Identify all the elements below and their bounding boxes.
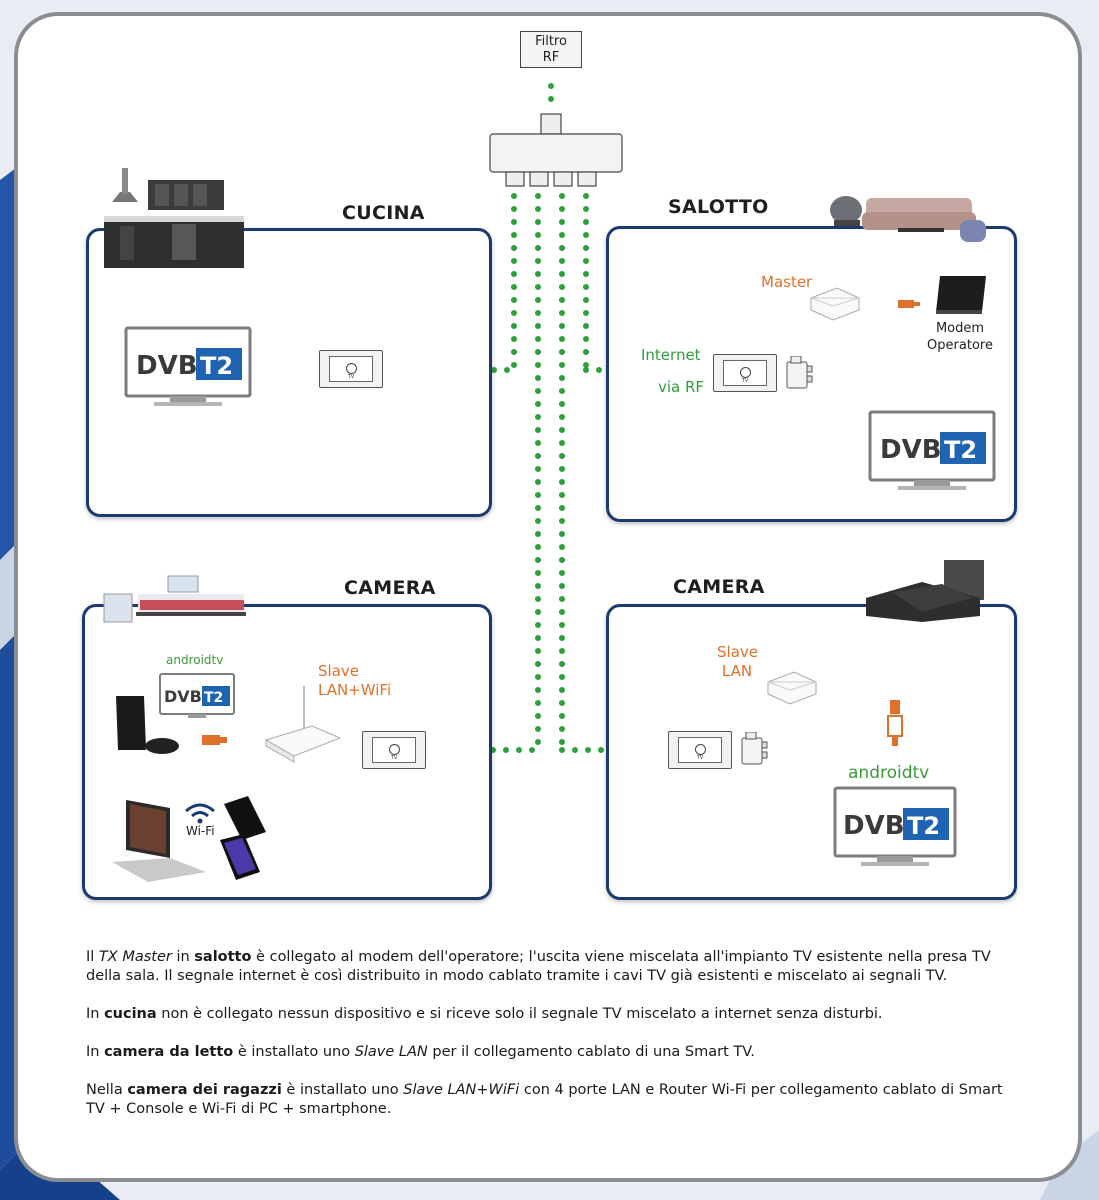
text: non è collegato nessun dispositivo e si … xyxy=(156,1006,883,1022)
tv-camera-letto: DVB T2 xyxy=(833,786,957,866)
ethernet-connector-icon xyxy=(202,735,227,745)
tv-logo-left: DVB xyxy=(880,435,942,465)
androidtv-logo-right: androidtv xyxy=(848,763,930,783)
wifi-icon xyxy=(185,803,215,824)
label-via-rf: via RF xyxy=(658,378,705,396)
rf-adapter-salotto xyxy=(786,356,813,389)
rf-filter-line1: Filtro xyxy=(535,34,567,49)
description-paragraph-4: Nella camera dei ragazzi è installato un… xyxy=(86,1081,1016,1119)
text-bold: camera da letto xyxy=(104,1044,234,1060)
room-title-cucina: CUCINA xyxy=(342,202,425,224)
tv-outlet-camera-left: TV xyxy=(362,731,426,769)
game-console-icon xyxy=(116,696,179,754)
rf-adapter-camera xyxy=(741,732,768,765)
kids-bedroom-image xyxy=(103,575,246,623)
rf-filter: Filtro RF xyxy=(520,31,582,68)
text-bold: cucina xyxy=(104,1006,157,1022)
label-modem: Modem Operatore xyxy=(920,320,1000,354)
description-paragraph-3: In camera da letto è installato uno Slav… xyxy=(86,1043,1016,1062)
splitter xyxy=(489,113,623,187)
label-slave-lan-wifi-line1: Slave xyxy=(318,662,359,680)
text: In xyxy=(86,1044,105,1060)
description-paragraph-1: Il TX Master in salotto è collegato al m… xyxy=(86,948,1016,986)
text: Il xyxy=(86,949,99,965)
text: In xyxy=(86,1006,105,1022)
living-room-image xyxy=(830,196,986,242)
kitchen-image xyxy=(104,168,244,268)
slave-lan-device xyxy=(767,671,817,705)
label-slave-lan-line2: LAN xyxy=(721,662,753,680)
label-master: Master xyxy=(761,273,813,291)
outlet-tv-label: TV xyxy=(696,755,704,761)
label-slave-lan-wifi: Slave LAN+WiFi xyxy=(318,662,391,700)
text: è installato uno xyxy=(281,1082,404,1098)
tv-logo-right: T2 xyxy=(200,352,233,380)
androidtv-logo-left: androidtv xyxy=(166,653,224,667)
smartphone-icon xyxy=(220,796,266,880)
outlet-tv-label: TV xyxy=(390,755,398,761)
outlet-tv-label: TV xyxy=(347,374,355,380)
text-italic: Slave LAN xyxy=(354,1044,428,1060)
label-internet: Internet xyxy=(641,346,701,364)
tv-outlet-cucina: TV xyxy=(319,350,383,388)
text-italic: Slave LAN+WiFi xyxy=(403,1082,520,1098)
label-slave-lan: Slave LAN xyxy=(717,643,758,681)
tv-logo-right: T2 xyxy=(944,436,977,464)
tv-salotto: DVB T2 xyxy=(868,410,996,490)
description-paragraph-2: In cucina non è collegato nessun disposi… xyxy=(86,1005,1016,1024)
text: per il collegamento cablato di una Smart… xyxy=(427,1044,755,1060)
room-title-camera-left: CAMERA xyxy=(344,577,436,599)
text: è collegato al modem dell'operatore; l'u… xyxy=(86,949,991,984)
ethernet-connector-icon xyxy=(898,300,920,308)
bedroom-image xyxy=(866,560,984,622)
text: Nella xyxy=(86,1082,128,1098)
label-slave-lan-wifi-line2: LAN+WiFi xyxy=(318,681,392,699)
text: è installato uno xyxy=(233,1044,355,1060)
tv-outlet-salotto: TV xyxy=(713,354,777,392)
ethernet-connector-icon xyxy=(887,700,903,746)
tv-outlet-camera-right: TV xyxy=(668,731,732,769)
label-slave-lan-line1: Slave xyxy=(717,643,758,661)
label-modem-line1: Modem xyxy=(935,321,985,336)
rf-filter-line2: RF xyxy=(542,50,560,65)
room-title-salotto: SALOTTO xyxy=(668,196,769,218)
tv-cucina: DVB T2 xyxy=(124,326,252,406)
master-device xyxy=(810,287,860,321)
outlet-tv-label: TV xyxy=(741,378,749,384)
room-title-camera-right: CAMERA xyxy=(673,576,765,598)
modem-icon xyxy=(936,276,986,314)
text-italic: TX Master xyxy=(98,949,172,965)
laptop-icon xyxy=(112,800,206,882)
tv-logo-left: DVB xyxy=(164,687,202,706)
tv-logo-left: DVB xyxy=(136,351,198,381)
tv-logo-left: DVB xyxy=(843,811,905,841)
text-bold: salotto xyxy=(194,949,252,965)
text: in xyxy=(171,949,195,965)
label-wifi: Wi-Fi xyxy=(186,824,215,838)
tv-logo-right: T2 xyxy=(907,812,940,840)
text-bold: camera dei ragazzi xyxy=(127,1082,282,1098)
tv-camera-ragazzi: DVB T2 xyxy=(159,673,235,718)
description: Il TX Master in salotto è collegato al m… xyxy=(86,948,1016,1138)
tv-logo-right: T2 xyxy=(204,690,223,706)
label-modem-line2: Operatore xyxy=(927,338,993,353)
slave-router-icon xyxy=(264,686,342,763)
text: con 4 porte LAN e Router Wi-Fi per colle… xyxy=(86,1082,1003,1117)
